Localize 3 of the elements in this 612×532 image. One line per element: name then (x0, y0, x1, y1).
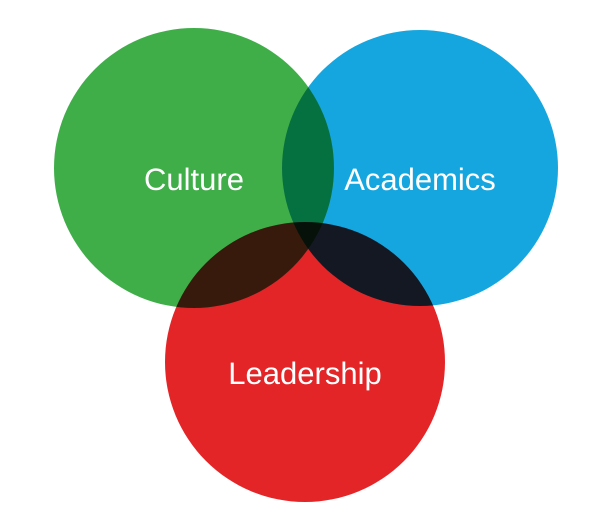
circle-label: Leadership (228, 356, 382, 392)
circle-label: Culture (144, 162, 244, 198)
circle-label: Academics (344, 162, 496, 198)
